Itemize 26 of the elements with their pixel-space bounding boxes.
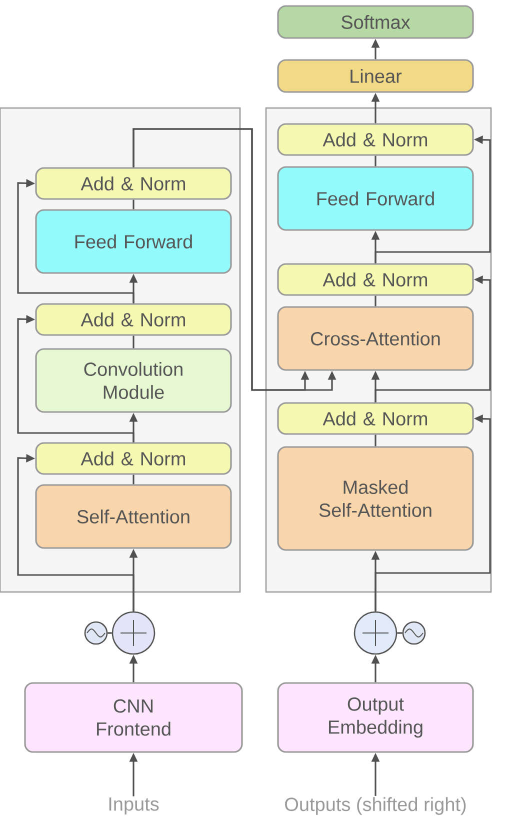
- adder-circle: [112, 611, 156, 655]
- arrow: [17, 315, 134, 442]
- block-box: CNN Frontend: [24, 682, 243, 753]
- block-box: Self-Attention: [35, 484, 232, 549]
- sine-circle: [402, 621, 426, 645]
- block-box: Add & Norm: [35, 303, 232, 336]
- input-label: Inputs: [109, 798, 159, 814]
- arrow: [17, 454, 134, 612]
- block-box: Add & Norm: [277, 263, 474, 296]
- block-box: Add & Norm: [35, 442, 232, 475]
- arrow: [374, 136, 491, 264]
- adder-circle: [354, 611, 398, 655]
- block-box: Masked Self-Attention: [277, 446, 474, 551]
- block-box: Output Embedding: [277, 682, 474, 753]
- block-box: Softmax: [277, 5, 474, 39]
- block-box: Cross-Attention: [277, 306, 474, 371]
- block-box: Convolution Module: [35, 348, 232, 413]
- block-box: Add & Norm: [277, 402, 474, 435]
- block-box: Feed Forward: [277, 166, 474, 231]
- input-label: Outputs (shifted right): [285, 797, 466, 815]
- arrow: [17, 179, 134, 304]
- block-box: Add & Norm: [277, 123, 474, 156]
- sine-circle: [84, 621, 108, 645]
- block-box: Feed Forward: [35, 209, 232, 274]
- block-box: Add & Norm: [35, 167, 232, 200]
- block-box: Linear: [277, 59, 474, 93]
